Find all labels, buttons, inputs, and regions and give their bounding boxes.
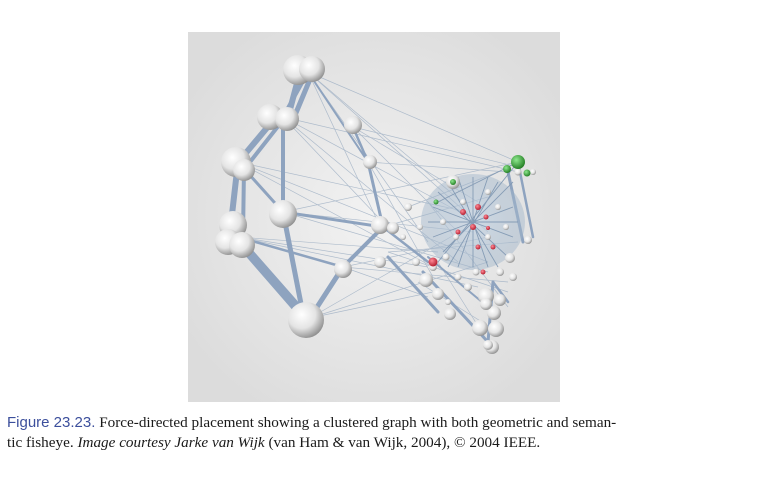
caption-text-line2: tic fisheye.: [7, 434, 74, 451]
red-highlight-nodes: [428, 204, 496, 275]
large-nodes: [215, 55, 325, 338]
graph-figure: [188, 32, 560, 402]
figure-label: Figure 23.23.: [7, 414, 96, 431]
image-credit: Image courtesy Jarke van Wijk: [77, 434, 265, 451]
caption-text-line1: Force-directed placement showing a clust…: [99, 414, 617, 431]
green-highlight-nodes: [433, 155, 531, 205]
graph-visualization-image: [188, 32, 560, 402]
medium-nodes: [334, 116, 532, 354]
small-nodes: [400, 168, 536, 305]
figure-caption: Figure 23.23. Force-directed placement s…: [7, 413, 755, 453]
citation: (van Ham & van Wijk, 2004), © 2004 IEEE.: [268, 434, 541, 451]
